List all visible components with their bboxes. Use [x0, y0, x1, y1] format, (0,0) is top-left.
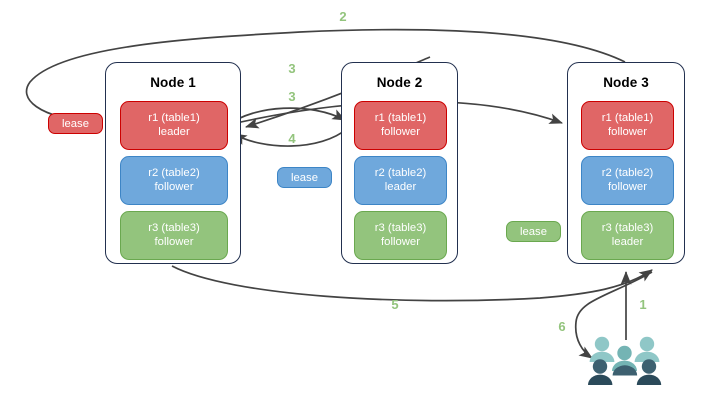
step-label-3-lower: 3 — [288, 89, 296, 104]
replica-name: r3 (table3) — [374, 221, 427, 234]
replica-r3-node1[interactable]: r3 (table3) follower — [120, 211, 228, 260]
users-group-icon — [588, 336, 662, 385]
replica-role: leader — [158, 125, 190, 138]
node-title: Node 2 — [376, 75, 423, 90]
lease-chip-r3[interactable]: lease — [506, 221, 561, 242]
replica-r2-node2[interactable]: r2 (table2) leader — [354, 156, 447, 205]
lease-chip-r2[interactable]: lease — [277, 167, 332, 188]
replica-role: leader — [384, 180, 417, 193]
step-label-1: 1 — [639, 297, 647, 312]
node-title: Node 3 — [603, 75, 649, 90]
lease-label: lease — [61, 117, 89, 130]
replica-name: r2 (table2) — [601, 166, 654, 179]
replica-role: leader — [611, 235, 644, 248]
step-label-5: 5 — [391, 297, 399, 312]
step-label-3-upper: 3 — [288, 61, 296, 76]
replica-role: follower — [608, 180, 647, 193]
replica-role: follower — [381, 235, 420, 248]
replica-name: r1 (table1) — [148, 111, 200, 124]
replica-role: follower — [381, 125, 420, 138]
replica-role: follower — [154, 180, 194, 193]
replica-name: r1 (table1) — [374, 111, 427, 124]
replica-r1-node1[interactable]: r1 (table1) leader — [120, 101, 228, 150]
replica-role: follower — [154, 235, 194, 248]
step-label-6: 6 — [558, 319, 566, 334]
node-box-2[interactable]: Node 2 r1 (table1) follower r2 (table2) … — [341, 62, 458, 264]
node-title: Node 1 — [150, 75, 196, 90]
replica-r1-node2[interactable]: r1 (table1) follower — [354, 101, 447, 150]
arrow-step-3b — [227, 107, 346, 126]
lease-label: lease — [290, 171, 318, 184]
step-label-4: 4 — [288, 131, 296, 146]
replica-name: r1 (table1) — [601, 111, 654, 124]
node-box-3[interactable]: Node 3 r1 (table1) follower r2 (table2) … — [567, 62, 685, 264]
lease-chip-r1[interactable]: lease — [48, 113, 103, 134]
node-box-1[interactable]: Node 1 r1 (table1) leader r2 (table2) fo… — [105, 62, 241, 264]
arrow-step-5 — [171, 265, 653, 302]
replica-name: r3 (table3) — [148, 221, 200, 234]
replica-r2-node1[interactable]: r2 (table2) follower — [120, 156, 228, 205]
step-label-2: 2 — [339, 9, 347, 24]
replica-role: follower — [608, 125, 647, 138]
replica-r2-node3[interactable]: r2 (table2) follower — [581, 156, 674, 205]
replica-name: r2 (table2) — [374, 166, 427, 179]
replica-r1-node3[interactable]: r1 (table1) follower — [581, 101, 674, 150]
replica-name: r3 (table3) — [601, 221, 654, 234]
lease-label: lease — [519, 225, 547, 238]
replica-r3-node2[interactable]: r3 (table3) follower — [354, 211, 447, 260]
replica-r3-node3[interactable]: r3 (table3) leader — [581, 211, 674, 260]
replica-name: r2 (table2) — [148, 166, 200, 179]
